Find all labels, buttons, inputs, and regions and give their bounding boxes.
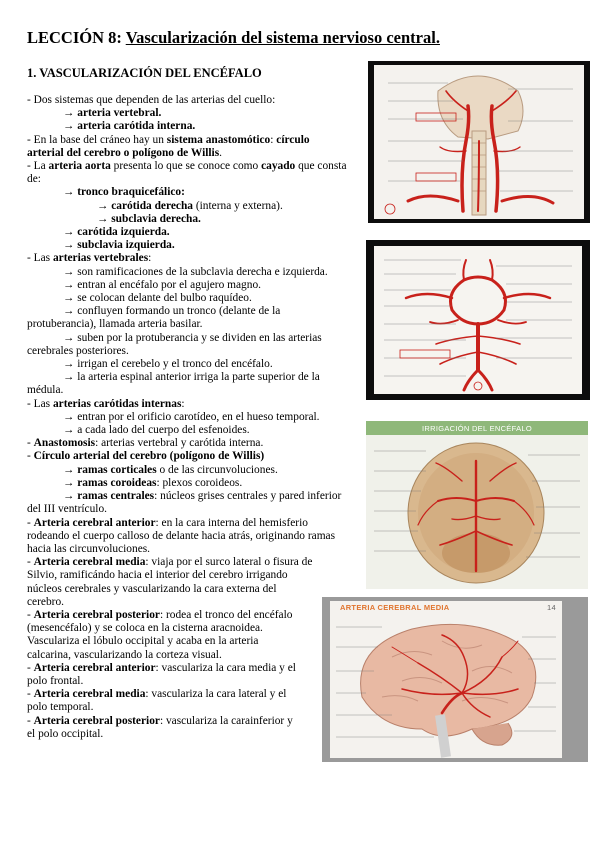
text-line: calcarina, vascularizando la corteza vis…	[27, 648, 222, 661]
text-line: (mesencéfalo) y se coloca en la cisterna…	[27, 622, 263, 635]
text-line: - Las arterias vertebrales:	[27, 252, 152, 265]
text-line: - Las arterias carótidas internas:	[27, 397, 185, 410]
text-line: rodeando el cuerpo calloso de delante ha…	[27, 529, 336, 542]
text-line: → suben por la protuberancia y se divide…	[63, 331, 322, 344]
text-line: → a cada lado del cuerpo del esfenoides.	[63, 424, 250, 437]
text-line: → confluyen formando un tronco (delante …	[63, 305, 281, 318]
text-line: polo temporal.	[27, 701, 94, 714]
text-line: → arteria carótida interna.	[63, 120, 196, 133]
text-line: núcleos cerebrales y vascularizando la c…	[27, 582, 277, 595]
text-line: cerebrales posteriores.	[27, 344, 129, 357]
circle-of-willis-figure	[366, 240, 590, 400]
text-line: → irrigan el cerebelo y el tronco del en…	[63, 358, 273, 371]
text-line: cerebro.	[27, 595, 64, 608]
text-line: → arteria vertebral.	[63, 107, 162, 120]
text-line: - Arteria cerebral posterior: rodea el t…	[27, 608, 293, 621]
text-line: arterial del cerebro o polígono de Willi…	[27, 146, 223, 159]
text-line: → ramas coroideas: plexos coroideos.	[63, 476, 243, 489]
lateral-figure-caption: ARTERIA CEREBRAL MEDIA	[340, 603, 450, 612]
text-line: polo frontal.	[27, 674, 84, 687]
text-line: - Arteria cerebral posterior: vasculariz…	[27, 714, 293, 727]
text-line: - Anastomosis: arterias vertebral y caró…	[27, 437, 264, 450]
text-line: → subclavia izquierda.	[63, 239, 175, 252]
text-line: → la arteria espinal anterior irriga la …	[63, 371, 320, 384]
neck-arteries-figure	[368, 61, 590, 223]
body-text: - Dos sistemas que dependen de las arter…	[27, 94, 367, 741]
middle-cerebral-artery-figure: ARTERIA CEREBRAL MEDIA 14	[322, 597, 588, 762]
text-line: → carótida derecha (interna y externa).	[97, 199, 283, 212]
text-line: → subclavia derecha.	[97, 212, 201, 225]
text-line: médula.	[27, 384, 64, 397]
title-prefix: LECCIÓN 8:	[27, 28, 122, 47]
brain-irrigation-figure: IRRIGACIÓN DEL ENCÉFALO	[366, 421, 588, 589]
text-line: protuberancia), llamada arteria basilar.	[27, 318, 203, 331]
text-line: el polo occipital.	[27, 727, 104, 740]
text-line: → ramas centrales: núcleos grises centra…	[63, 490, 342, 503]
text-line: hacia las circunvoluciones.	[27, 542, 151, 555]
section-heading: 1. VASCULARIZACIÓN DEL ENCÉFALO	[27, 66, 262, 80]
text-line: - Círculo arterial del cerebro (polígono…	[27, 450, 265, 463]
title-main: Vascularización del sistema nervioso cen…	[125, 28, 440, 47]
text-line: del III ventrículo.	[27, 503, 108, 516]
text-line: Silvio, ramificándo hacia el interior de…	[27, 569, 288, 582]
text-line: - En la base del cráneo hay un sistema a…	[27, 133, 310, 146]
text-line: - Dos sistemas que dependen de las arter…	[27, 94, 276, 106]
page-title: LECCIÓN 8: Vascularización del sistema n…	[27, 28, 440, 48]
text-line: → son ramificaciones de la subclavia der…	[63, 265, 328, 278]
text-line: Vasculariza el lóbulo occipital y acaba …	[27, 635, 259, 648]
text-line: → entran al encéfalo por el agujero magn…	[63, 278, 261, 291]
text-line: de:	[27, 173, 41, 186]
text-line: → ramas corticales o de las circunvoluci…	[63, 463, 278, 476]
text-line: - Arteria cerebral anterior: vasculariza…	[27, 661, 296, 674]
brain-figure-caption: IRRIGACIÓN DEL ENCÉFALO	[422, 424, 532, 433]
text-line: - La arteria aorta presenta lo que se co…	[27, 160, 347, 173]
text-line: → carótida izquierda.	[63, 226, 170, 239]
text-line: - Arteria cerebral media: vasculariza la…	[27, 688, 287, 701]
text-line: - Arteria cerebral media: viaja por el s…	[27, 556, 313, 569]
text-line: - Arteria cerebral anterior: en la cara …	[27, 516, 308, 529]
text-line: → tronco braquicefálico:	[63, 186, 185, 199]
text-line: → entran por el orificio carotídeo, en e…	[63, 410, 320, 423]
text-line: → se colocan delante del bulbo raquídeo.	[63, 292, 252, 305]
figure-page-number: 14	[547, 603, 556, 612]
